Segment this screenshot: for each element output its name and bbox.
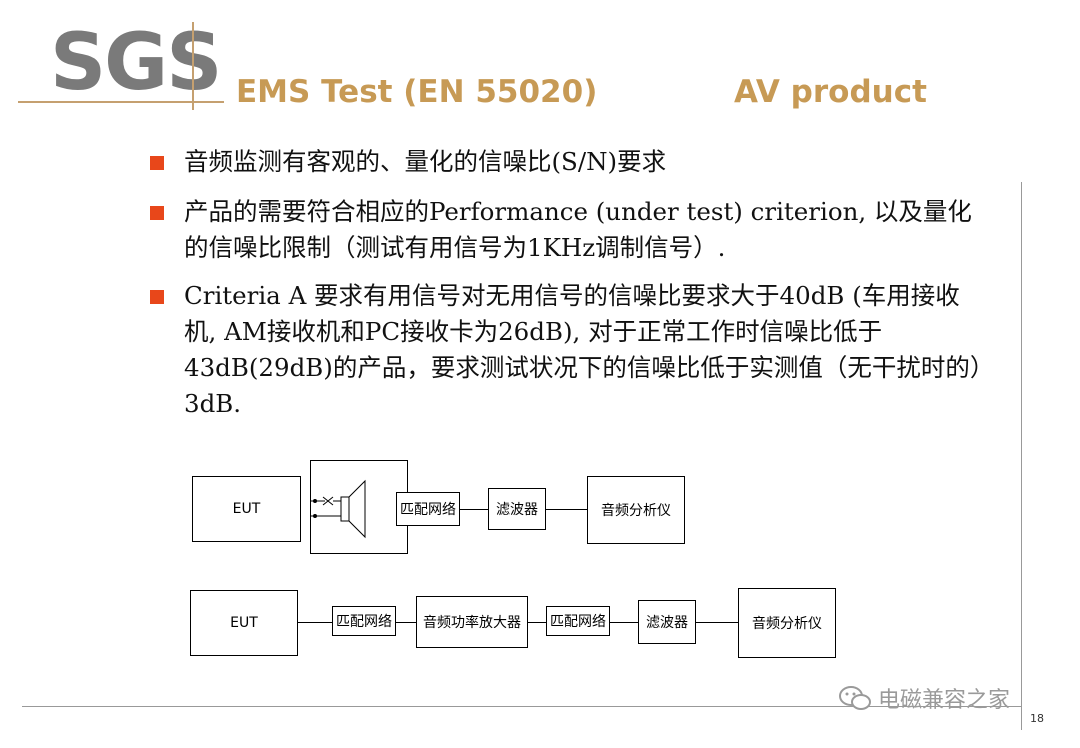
- power-amplifier-box: 音频功率放大器: [416, 596, 528, 648]
- matching-network-label: 匹配网络: [550, 614, 606, 630]
- right-border-line: [1021, 182, 1022, 730]
- speaker-enclosure: [310, 460, 408, 554]
- watermark-text: 电磁兼容之家: [878, 688, 1011, 713]
- matching-network-label: 匹配网络: [336, 614, 392, 630]
- bullet-text-1: 音频监测有客观的、量化的信噪比(S/N)要求: [184, 147, 667, 176]
- bullet-text-3: Criteria A 要求有用信号对无用信号的信噪比要求大于40dB (车用接收…: [184, 281, 983, 418]
- bullet-marker: [150, 290, 164, 304]
- slide-subtitle: AV product: [734, 74, 927, 110]
- connector-line: [610, 622, 638, 623]
- eut-label: EUT: [230, 615, 258, 631]
- eut-label: EUT: [232, 501, 261, 517]
- connector-line: [528, 622, 546, 623]
- audio-analyzer-box: 音频分析仪: [738, 588, 836, 658]
- slide-title: EMS Test (EN 55020): [236, 74, 598, 110]
- logo-underline: [18, 101, 224, 103]
- connector-line: [396, 622, 416, 623]
- audio-analyzer-label: 音频分析仪: [752, 616, 822, 632]
- connector-line: [546, 509, 588, 510]
- matching-network-label: 匹配网络: [400, 502, 456, 518]
- connector-line: [696, 622, 738, 623]
- bottom-border-line: [22, 706, 1022, 707]
- wechat-icon: [839, 686, 871, 710]
- matching-network-box: 匹配网络: [546, 606, 610, 636]
- audio-analyzer-box: 音频分析仪: [587, 476, 685, 544]
- speaker-icon: [311, 479, 366, 539]
- filter-box: 滤波器: [638, 600, 696, 644]
- bullet-marker: [150, 156, 164, 170]
- watermark: 电磁兼容之家: [838, 682, 1010, 714]
- power-amplifier-label: 音频功率放大器: [423, 615, 521, 631]
- matching-network-box: 匹配网络: [396, 492, 460, 526]
- audio-analyzer-label: 音频分析仪: [601, 503, 671, 519]
- page-number: 18: [1030, 712, 1044, 725]
- bullet-marker: [150, 206, 164, 220]
- connector-line: [298, 622, 332, 623]
- matching-network-box: 匹配网络: [332, 606, 396, 636]
- bullet-text-2: 产品的需要符合相应的Performance (under test) crite…: [184, 197, 972, 262]
- filter-box: 滤波器: [488, 488, 546, 530]
- eut-box: EUT: [192, 476, 301, 542]
- sgs-logo: SGS: [50, 18, 222, 108]
- filter-label: 滤波器: [496, 502, 538, 518]
- eut-box: EUT: [190, 590, 298, 656]
- logo-divider: [192, 22, 194, 110]
- connector-line: [460, 509, 488, 510]
- filter-label: 滤波器: [646, 615, 688, 631]
